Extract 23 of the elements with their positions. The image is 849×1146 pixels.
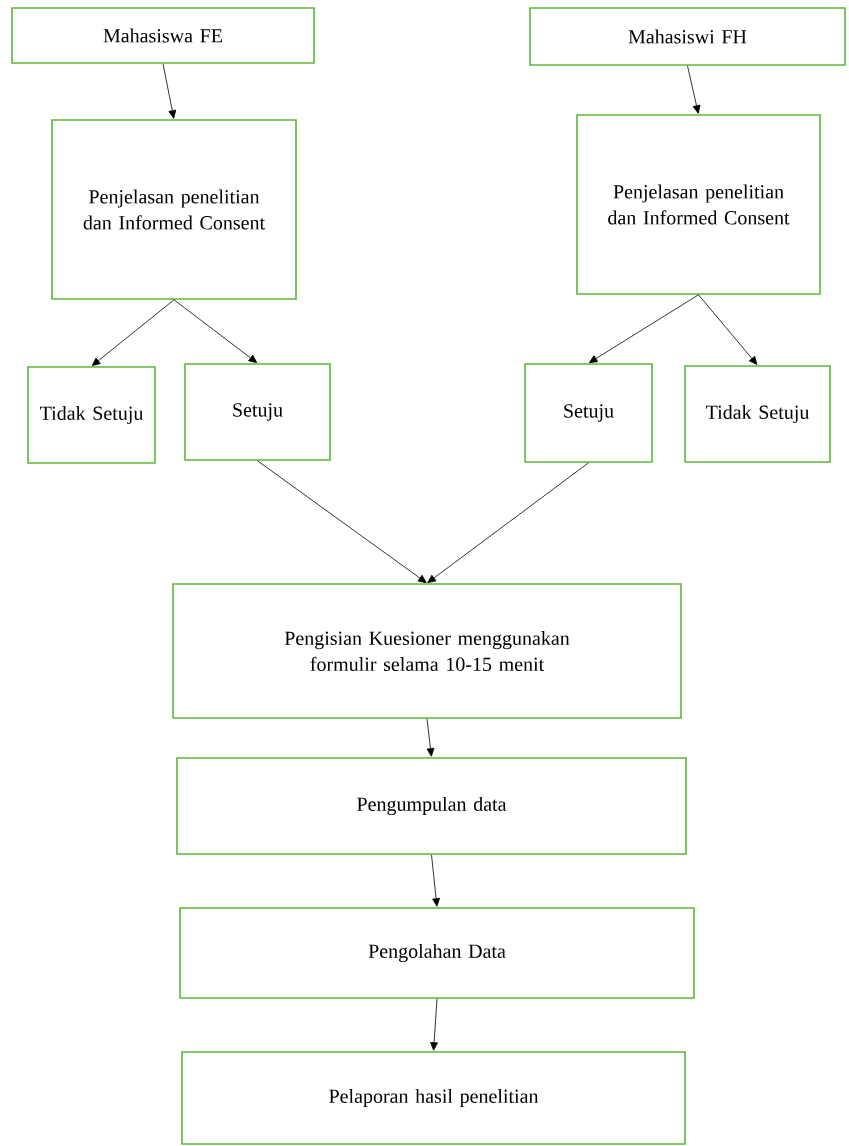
arrow: [698, 294, 758, 365]
process-box: Pelaporan hasil penelitian: [181, 1051, 686, 1145]
process-box: Penjelasan penelitian dan Informed Consent: [576, 114, 821, 295]
arrow: [427, 462, 589, 583]
process-box: Mahasiswi FH: [529, 7, 846, 66]
process-box: Penjelasan penelitian dan Informed Consent: [51, 119, 297, 300]
process-box: Tidak Setuju: [684, 365, 831, 463]
arrow: [162, 63, 177, 119]
arrow: [687, 65, 701, 114]
process-box: Tidak Setuju: [27, 366, 156, 464]
arrow: [257, 460, 427, 584]
process-box: Pengumpulan data: [176, 757, 687, 855]
arrow: [426, 718, 435, 757]
arrow: [173, 299, 258, 363]
arrow: [430, 998, 438, 1051]
process-box: Mahasiswa FE: [11, 7, 315, 64]
process-box: Setuju: [184, 363, 331, 461]
process-box: Setuju: [524, 363, 653, 463]
arrow: [431, 854, 440, 907]
arrow: [91, 299, 175, 366]
arrow: [588, 294, 699, 364]
process-box: Pengisian Kuesioner menggunakan formulir selama 10-15 menit: [172, 583, 682, 719]
process-box: Pengolahan Data: [179, 907, 695, 999]
